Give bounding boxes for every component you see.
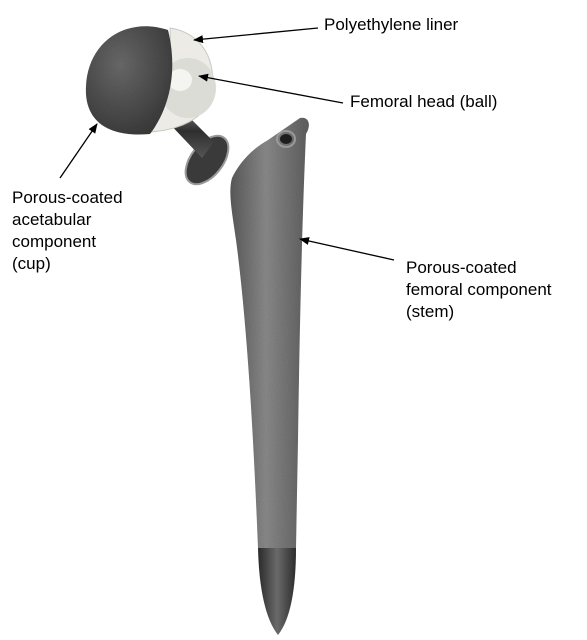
- label-head-text: Femoral head (ball): [350, 91, 497, 113]
- stem-tip: [258, 548, 296, 635]
- label-stem-line: (stem): [406, 301, 552, 323]
- label-cup-line: Porous-coated: [12, 187, 123, 209]
- acetabular-cup: [86, 26, 172, 134]
- arrow-head: [199, 76, 343, 103]
- label-femoral-head: Femoral head (ball): [350, 91, 497, 113]
- label-liner-text: Polyethylene liner: [324, 14, 458, 36]
- arrow-liner: [194, 28, 318, 40]
- label-stem-line: Porous-coated: [406, 257, 552, 279]
- arrow-cup: [60, 124, 97, 178]
- label-femoral-component: Porous-coated femoral component (stem): [406, 257, 552, 323]
- stem-hole: [280, 134, 292, 144]
- femoral-stem: [230, 118, 309, 548]
- label-polyethylene-liner: Polyethylene liner: [324, 14, 458, 36]
- arrow-stem: [300, 239, 394, 260]
- label-acetabular-component: Porous-coated acetabular component (cup): [12, 187, 123, 275]
- label-cup-line: acetabular: [12, 209, 123, 231]
- label-cup-line: component: [12, 231, 123, 253]
- label-cup-line: (cup): [12, 253, 123, 275]
- label-stem-line: femoral component: [406, 279, 552, 301]
